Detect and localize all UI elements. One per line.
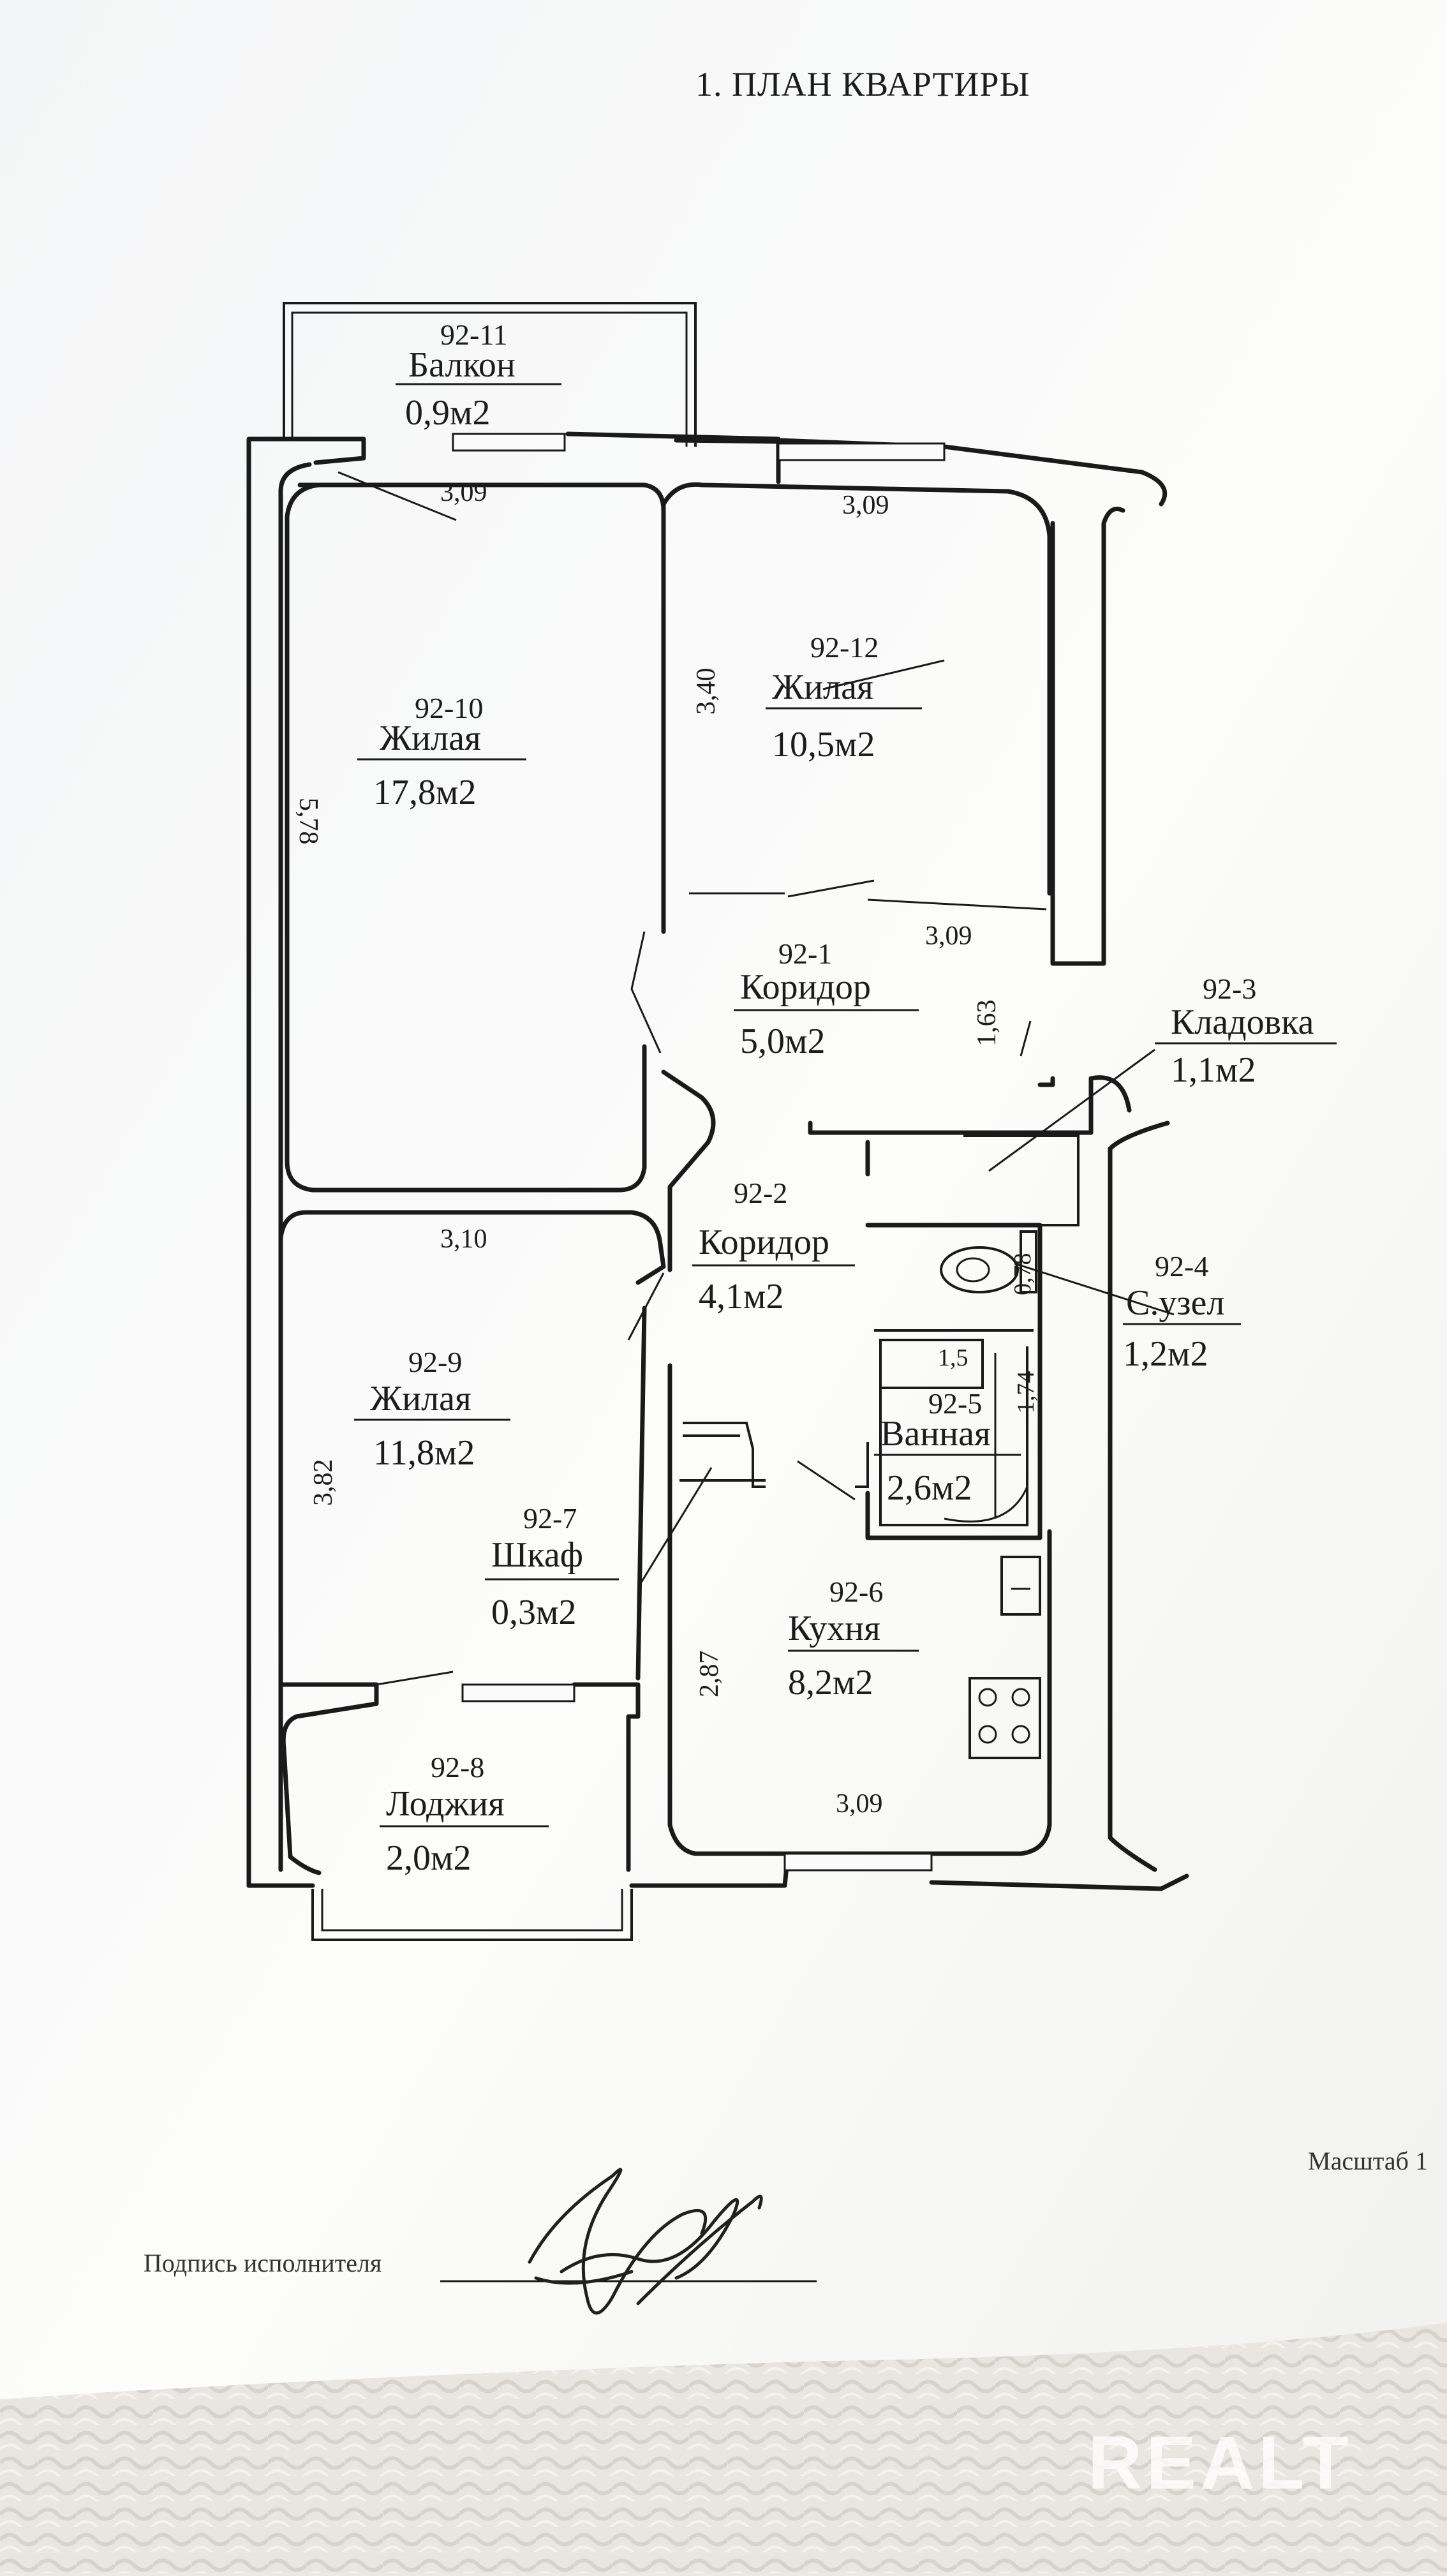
- room-92-7-label: 92-7 Шкаф 0,3м2: [485, 1502, 619, 1632]
- scale-label: Масштаб 1: [1308, 2147, 1428, 2175]
- room-92-3-label: 92-3 Кладовка 1,1м2: [1155, 972, 1337, 1090]
- room-name: Жилая: [380, 718, 481, 758]
- leader-wc: [1014, 1262, 1175, 1316]
- room-number: 92-11: [440, 318, 508, 351]
- stove-icon: [968, 1677, 1041, 1759]
- dim-room-12-bottom: 3,09: [925, 921, 972, 951]
- realt-watermark: REALT: [1088, 2421, 1353, 2505]
- room-area: 10,5м2: [772, 725, 875, 764]
- toilet-icon: [940, 1230, 1037, 1293]
- door-room-12-right: [867, 898, 1047, 911]
- dim-room-10-length: 5,78: [293, 798, 323, 845]
- room-92-1-label: 92-1 Коридор 5,0м2: [734, 937, 919, 1061]
- door-swing-loggia: [376, 1671, 454, 1686]
- bathtub-icon: [879, 1346, 1028, 1526]
- room-92-12-label: 92-12 Жилая 10,5м2: [766, 631, 922, 764]
- dim-kitchen-width: 3,09: [836, 1789, 883, 1819]
- room-area: 0,9м2: [405, 393, 490, 433]
- room-92-2-label: 92-2 Коридор 4,1м2: [692, 1177, 855, 1316]
- room-area: 11,8м2: [373, 1433, 475, 1473]
- dim-corridor-length: 1,63: [972, 1000, 1002, 1047]
- signature-scribble: [528, 2168, 763, 2315]
- room-area: 2,6м2: [887, 1468, 972, 1508]
- room-name: Жилая: [772, 667, 873, 707]
- door-swing-balcony: [338, 471, 457, 521]
- room-area: 17,8м2: [373, 773, 476, 812]
- leader-room-12: [822, 659, 945, 690]
- room-name: Коридор: [699, 1223, 829, 1262]
- dim-balcony-width: 3,09: [440, 478, 487, 507]
- dim-bath-length: 1,74: [1013, 1371, 1039, 1414]
- window-room-12: [777, 442, 946, 461]
- dim-wc-length: 0,78: [1009, 1253, 1036, 1296]
- room-name: Лоджия: [386, 1784, 505, 1824]
- dim-room-9-length: 3,82: [309, 1459, 338, 1507]
- room-name: Шкаф: [491, 1535, 583, 1575]
- loggia-92-8-walls: [278, 1682, 641, 1941]
- room-area: 2,0м2: [386, 1838, 471, 1878]
- room-number: 92-5: [928, 1387, 982, 1420]
- room-area: 5,0м2: [740, 1022, 825, 1061]
- room-area: 8,2м2: [788, 1663, 873, 1702]
- room-92-5-label: 92-5 Ванная 2,6м2: [874, 1387, 1021, 1508]
- room-92-9-label: 92-9 Жилая 11,8м2: [354, 1346, 510, 1473]
- room-area: 1,1м2: [1171, 1050, 1256, 1090]
- room-92-9-walls: [278, 1210, 666, 1687]
- dim-room-12-length: 3,40: [692, 668, 721, 715]
- wardrobe-92-7-walls: [679, 1422, 766, 1488]
- room-number: 92-7: [523, 1502, 577, 1535]
- room-92-8-label: 92-8 Лоджия 2,0м2: [380, 1751, 549, 1878]
- leader-wardrobe: [640, 1467, 713, 1583]
- sink-icon: [1000, 1556, 1041, 1616]
- room-number: 92-1: [778, 937, 832, 970]
- balcony-outline: [283, 302, 697, 447]
- page-title: 1. ПЛАН КВАРТИРЫ: [695, 65, 1030, 103]
- room-number: 92-3: [1203, 972, 1256, 1005]
- room-number: 92-9: [408, 1346, 462, 1378]
- room-92-6-label: 92-6 Кухня 8,2м2: [788, 1575, 919, 1702]
- room-number: 92-2: [734, 1177, 787, 1209]
- room-name: С.узел: [1126, 1283, 1224, 1323]
- room-name: Кухня: [788, 1609, 880, 1648]
- dim-bath-width: 1,5: [938, 1344, 968, 1371]
- room-number: 92-6: [829, 1575, 883, 1608]
- leader-storage: [988, 1048, 1155, 1172]
- room-92-11-label: 92-11 Балкон 0,9м2: [396, 318, 561, 433]
- outer-walls: [246, 431, 1189, 1891]
- window-room-10: [452, 433, 566, 452]
- leader-bath: [797, 1460, 856, 1501]
- window-kitchen: [783, 1852, 933, 1872]
- room-name: Коридор: [740, 967, 871, 1007]
- room-area: 1,2м2: [1123, 1334, 1208, 1374]
- room-92-4-label: 92-4 С.узел 1,2м2: [1123, 1250, 1241, 1374]
- door-swing-room-12: [787, 879, 875, 898]
- room-name: Балкон: [408, 345, 516, 385]
- dim-room-12-width: 3,09: [842, 491, 889, 520]
- room-number: 92-10: [415, 692, 483, 724]
- room-area: 4,1м2: [699, 1277, 783, 1316]
- room-92-10-label: 92-10 Жилая 17,8м2: [357, 692, 526, 812]
- room-name: Ванная: [880, 1414, 991, 1454]
- room-number: 92-12: [810, 631, 879, 664]
- dim-room-9-width: 3,10: [440, 1225, 487, 1254]
- door-swing-room-9: [627, 1272, 665, 1341]
- signature-label: Подпись исполнителя: [144, 2249, 382, 2277]
- room-name: Жилая: [370, 1379, 471, 1418]
- room-number: 92-8: [431, 1751, 484, 1783]
- paper-sheet: [0, 0, 1447, 2399]
- room-number: 92-4: [1155, 1250, 1208, 1283]
- room-name: Кладовка: [1171, 1002, 1314, 1042]
- room-area: 0,3м2: [491, 1593, 576, 1632]
- window-loggia: [461, 1683, 575, 1702]
- dim-kitchen-length: 2,87: [695, 1651, 724, 1698]
- room-92-12-walls: [661, 482, 1052, 921]
